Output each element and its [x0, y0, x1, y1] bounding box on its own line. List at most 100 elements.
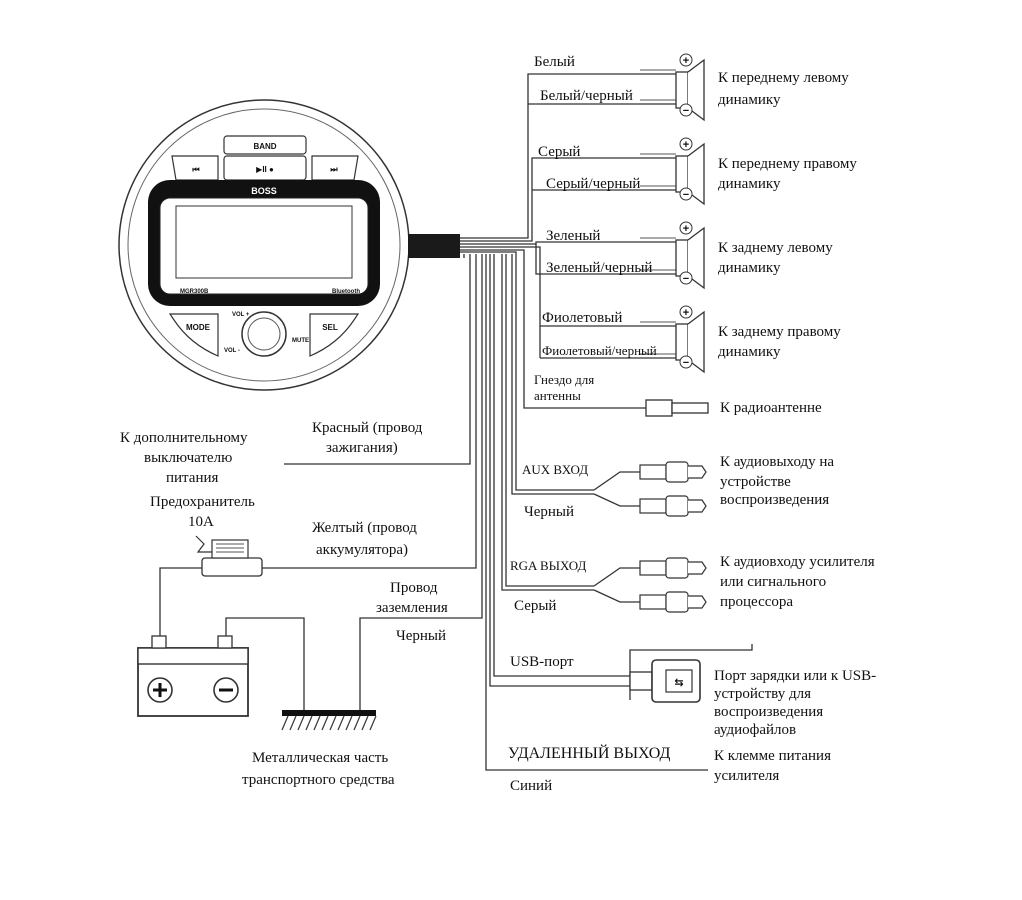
antenna-socket-label-l1: Гнездо для — [534, 372, 594, 387]
battery — [137, 617, 305, 717]
speaker-rear-right: + − — [675, 305, 705, 374]
speaker-rear-left: + − — [675, 221, 705, 290]
lower-wiring — [262, 249, 708, 771]
prev-icon: ⏮ — [192, 165, 199, 174]
plus-icon — [679, 305, 693, 319]
antenna-target: К радиоантенне — [720, 400, 822, 416]
wire-label-violet-black: Фиолетовый/черный — [542, 343, 657, 358]
usb-target-l1: Порт зарядки или к USB- — [714, 668, 876, 684]
vol-up-label: VOL + — [232, 312, 250, 318]
remote-target-l1: К клемме питания — [714, 748, 831, 764]
svg-text:⇆: ⇆ — [674, 677, 683, 689]
usb-target-l2: устройству для — [714, 686, 811, 702]
minus-icon — [679, 103, 693, 117]
remote-wire-label: Синий — [510, 778, 552, 794]
fuse-label-l1: Предохранитель — [150, 494, 255, 510]
battery-wire-label-l1: Желтый (провод — [312, 520, 417, 536]
rga-wire-label: Серый — [514, 598, 556, 614]
usb-connector: ⇆ — [629, 644, 753, 703]
minus-icon — [679, 355, 693, 369]
wire-label-green-black: Зеленый/черный — [546, 260, 652, 276]
rga-output-label: RGA ВЫХОД — [510, 558, 586, 573]
speaker-icon — [675, 323, 689, 361]
ignition-wire-label-l2: зажигания) — [326, 440, 398, 456]
battery-wire-label-l2: аккумулятора) — [316, 542, 408, 558]
battery-negative-terminal — [217, 635, 233, 649]
rga-rca-plugs — [639, 557, 707, 613]
target-rear-left-l2: динамику — [718, 260, 781, 276]
usb-icon — [665, 669, 693, 693]
wire-label-gray: Серый — [538, 144, 580, 160]
speaker-icon — [675, 239, 689, 277]
target-front-right-l1: К переднему правому — [718, 156, 857, 172]
band-button[interactable] — [223, 135, 307, 155]
next-icon: ⏭ — [330, 165, 338, 174]
svg-text:+: + — [683, 307, 689, 319]
speaker-icon — [675, 155, 689, 193]
wire-label-gray-black: Серый/черный — [546, 176, 640, 192]
battery-positive-terminal — [151, 635, 167, 649]
minus-icon — [679, 187, 693, 201]
ignition-wire-label-l1: Красный (провод — [312, 420, 423, 436]
svg-text:−: − — [683, 273, 689, 285]
antenna-plug — [645, 399, 709, 417]
aux-target-l2: устройстве — [720, 474, 791, 490]
ground-target-l2: транспортного средства — [242, 772, 395, 788]
sel-button[interactable] — [309, 313, 360, 357]
minus-icon — [679, 271, 693, 285]
target-front-left-l1: К переднему левому — [718, 70, 849, 86]
aux-rca-plugs — [639, 461, 707, 517]
wire-label-green: Зеленый — [546, 228, 600, 244]
plus-icon — [679, 221, 693, 235]
speaker-front-left: + − — [675, 53, 705, 122]
svg-text:−: − — [683, 357, 689, 369]
antenna-plug-icon — [645, 399, 673, 417]
ground-icon — [282, 710, 376, 716]
usb-target-l3: воспроизведения — [714, 704, 823, 720]
target-front-right-l2: динамику — [718, 176, 781, 192]
play-pause-icon: ▶II ● — [256, 165, 274, 174]
fuse — [159, 535, 263, 640]
target-rear-right-l2: динамику — [718, 344, 781, 360]
aux-target-l3: воспроизведения — [720, 492, 829, 508]
ground-target-l1: Металлическая часть — [252, 750, 388, 766]
rca-plug-icon — [639, 560, 667, 576]
remote-target-l2: усилителя — [714, 768, 779, 784]
speaker-icon — [675, 71, 689, 109]
speaker-wiring — [460, 69, 676, 359]
aux-wire-label: Черный — [524, 504, 574, 520]
wire-label-violet: Фиолетовый — [542, 310, 622, 326]
svg-text:+: + — [683, 223, 689, 235]
rca-plug-icon — [639, 464, 667, 480]
display-area — [175, 205, 353, 279]
rga-target-l2: или сигнального — [720, 574, 826, 590]
svg-text:−: − — [683, 189, 689, 201]
band-button-label: BAND — [253, 142, 276, 151]
usb-target-l4: аудиофайлов — [714, 722, 796, 738]
aux-input-label: AUX ВХОД — [522, 462, 588, 477]
ground-wire-label-l1: Провод — [390, 580, 438, 596]
target-rear-right-l1: К заднему правому — [718, 324, 841, 340]
rga-target-l1: К аудиовходу усилителя — [720, 554, 875, 570]
volume-knob-inner — [247, 317, 281, 351]
ignition-target-l1: К дополнительному — [120, 430, 248, 446]
plus-icon — [679, 53, 693, 67]
wire-label-white-black: Белый/черный — [540, 88, 633, 104]
svg-text:+: + — [683, 139, 689, 151]
bluetooth-label: Bluetooth — [332, 289, 360, 295]
rca-plug-icon — [639, 498, 667, 514]
head-unit: ⏮ BAND ▶II ● ⏭ BOSS MGR300B Bluetooth MO… — [118, 99, 410, 391]
speaker-front-right: + − — [675, 137, 705, 206]
ignition-target-l2: выключателю — [144, 450, 232, 466]
wire-label-white: Белый — [534, 54, 575, 70]
mode-button[interactable] — [168, 313, 219, 357]
mute-label: MUTE — [292, 338, 309, 344]
target-rear-left-l1: К заднему левому — [718, 240, 833, 256]
brand-logo: BOSS — [251, 186, 277, 196]
ground-wire-color-label: Черный — [396, 628, 446, 644]
rga-target-l3: процессора — [720, 594, 793, 610]
svg-text:−: − — [683, 105, 689, 117]
model-label: MGR300B — [180, 289, 209, 295]
display-screen — [159, 197, 369, 295]
